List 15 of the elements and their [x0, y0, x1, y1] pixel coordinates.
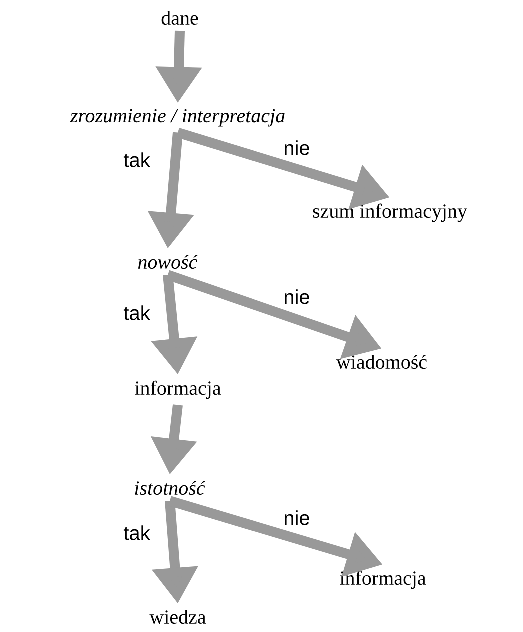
- edge-label: tak: [124, 152, 150, 168]
- edge-label: tak: [124, 306, 150, 320]
- term-label: wiedza: [150, 610, 206, 624]
- edge-label: nie: [285, 140, 310, 156]
- term-label: informacja: [135, 380, 222, 400]
- edge-label: nie: [285, 510, 310, 526]
- term-label: informacja: [340, 570, 426, 590]
- term-label: zrozumienie / interpretacja: [70, 109, 285, 127]
- term-label: wiadomość: [336, 354, 427, 370]
- term-label: istotność: [135, 480, 206, 496]
- term-label: szum informacyjny: [313, 204, 468, 222]
- edge-label: tak: [124, 526, 150, 540]
- edge-label: nie: [285, 290, 310, 304]
- term-label: dane: [162, 10, 198, 26]
- term-label: nowość: [138, 254, 198, 270]
